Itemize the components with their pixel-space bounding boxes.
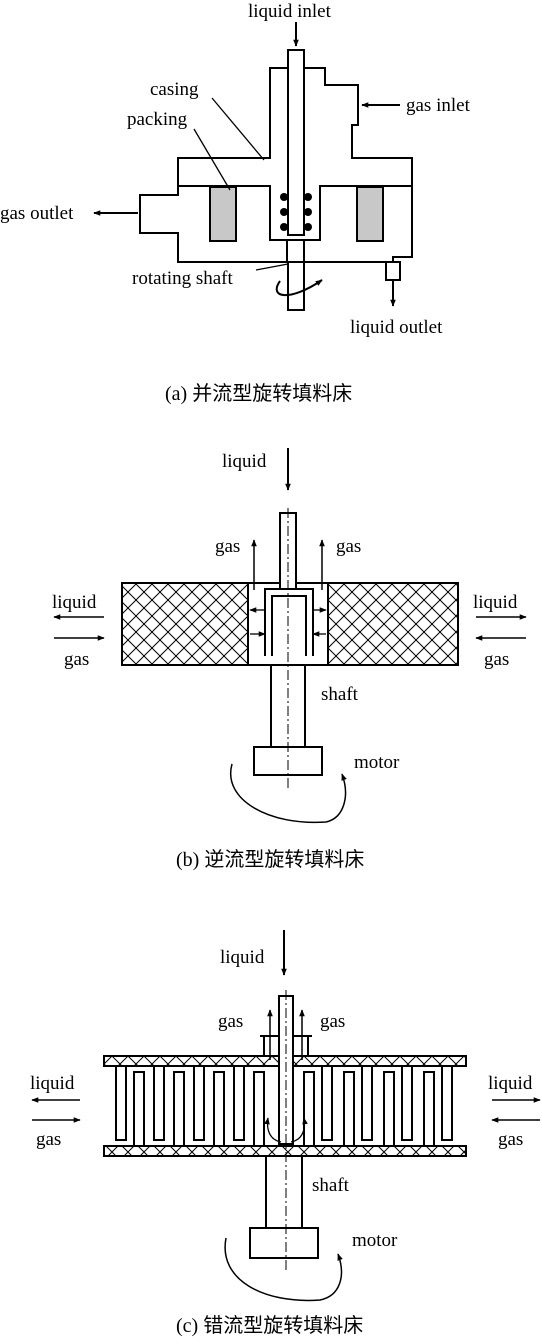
label-gas-inlet: gas inlet bbox=[406, 95, 471, 116]
inner-swirl-right-c bbox=[290, 1117, 308, 1143]
label-gas-outlet: gas outlet bbox=[0, 203, 74, 224]
bottom-disc-c bbox=[103, 1145, 467, 1157]
label-shaft-c: shaft bbox=[312, 1175, 350, 1196]
caption-b: (b) 逆流型旋转填料床 bbox=[176, 848, 364, 871]
liquid-outlet-pipe bbox=[385, 261, 401, 281]
diagram-c-crossflow bbox=[31, 930, 541, 1302]
diagram-b-countercurrent bbox=[53, 448, 527, 824]
label-gas-left-c: gas bbox=[218, 1011, 243, 1032]
label-gas-left-b: gas bbox=[215, 536, 240, 557]
caption-c: (c) 错流型旋转填料床 bbox=[176, 1314, 363, 1337]
inner-swirl-left-c bbox=[264, 1117, 282, 1143]
label-liquid-inlet: liquid inlet bbox=[248, 1, 332, 22]
motor-c bbox=[249, 1227, 319, 1259]
rotating-shaft bbox=[287, 261, 305, 311]
label-casing: casing bbox=[150, 79, 199, 100]
baffles-bottom-c bbox=[133, 1071, 435, 1147]
label-gas-right-b: gas bbox=[336, 536, 361, 557]
baffles-top-c bbox=[115, 1065, 453, 1141]
packing-leader bbox=[193, 128, 231, 191]
rotation-arrow bbox=[275, 279, 323, 297]
shaft-leader bbox=[255, 263, 289, 271]
rotation-arrow-c bbox=[224, 1237, 343, 1302]
label-liquid-left-b: liquid bbox=[52, 592, 97, 613]
distributor-holes bbox=[280, 193, 312, 231]
label-liquid-right-b: liquid bbox=[473, 592, 518, 613]
label-gas-right-c: gas bbox=[320, 1011, 345, 1032]
casing-leader bbox=[211, 97, 265, 161]
packing-right-b bbox=[327, 582, 459, 666]
label-liquid-left-c: liquid bbox=[30, 1073, 75, 1094]
label-liquid-outlet: liquid outlet bbox=[350, 317, 443, 338]
label-motor-b: motor bbox=[354, 752, 400, 773]
label-shaft-b: shaft bbox=[321, 684, 359, 705]
label-rotating-shaft: rotating shaft bbox=[132, 268, 234, 289]
label-gas-right-out-b: gas bbox=[484, 649, 509, 670]
label-gas-left-out-c: gas bbox=[36, 1129, 61, 1150]
diagram-a-cocurrent bbox=[93, 22, 413, 311]
caption-a: (a) 并流型旋转填料床 bbox=[165, 382, 352, 405]
liquid-inlet-tube bbox=[287, 49, 305, 236]
rotor-inner-outline bbox=[178, 185, 412, 241]
packing-left bbox=[209, 186, 237, 242]
label-liquid-top-c: liquid bbox=[220, 947, 265, 968]
label-liquid-right-c: liquid bbox=[488, 1073, 533, 1094]
label-liquid-top-b: liquid bbox=[222, 451, 267, 472]
label-gas-right-out-c: gas bbox=[498, 1129, 523, 1150]
packing-right bbox=[356, 186, 384, 242]
shaft-c bbox=[265, 1155, 303, 1229]
distributor-cup-b bbox=[264, 588, 314, 656]
label-packing: packing bbox=[127, 109, 188, 130]
label-gas-left-out-b: gas bbox=[64, 649, 89, 670]
rotation-arrow-b bbox=[229, 763, 347, 824]
label-motor-c: motor bbox=[352, 1230, 398, 1251]
packing-left-b bbox=[121, 582, 249, 666]
